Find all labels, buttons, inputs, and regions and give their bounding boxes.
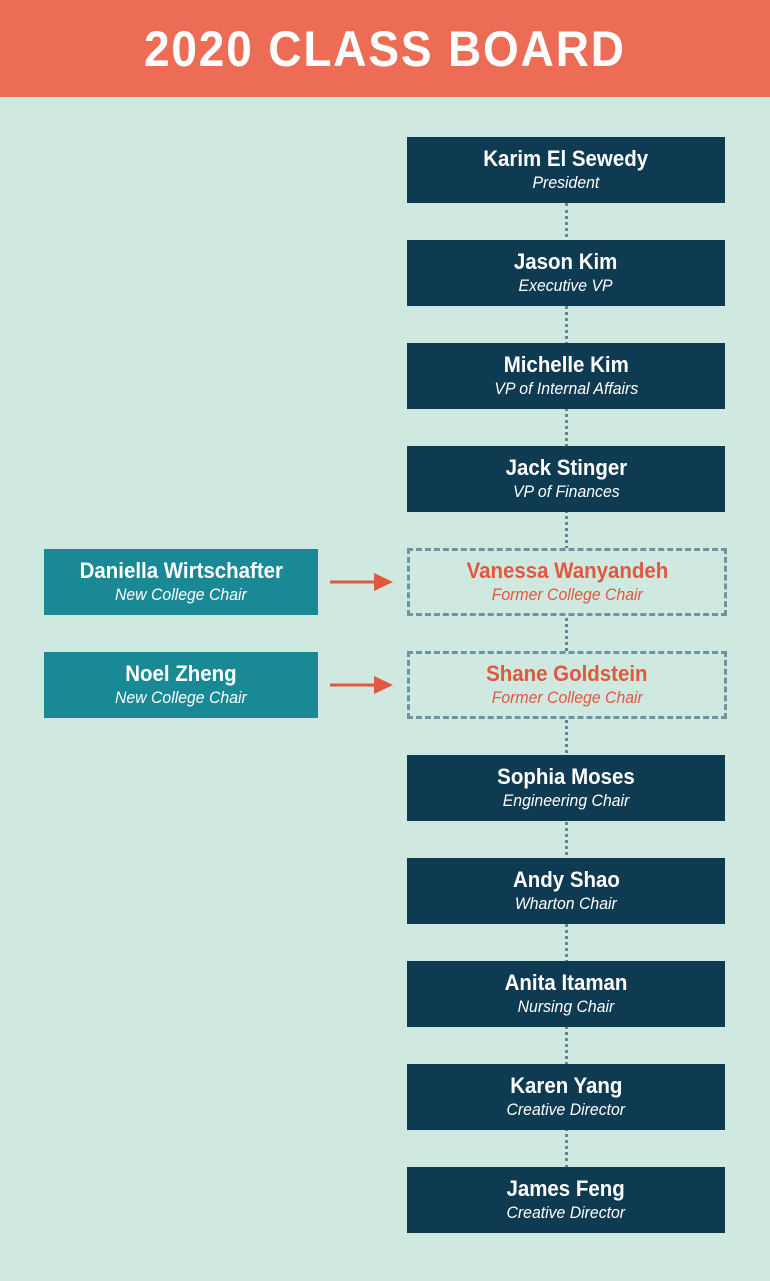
member-role: Creative Director <box>506 1100 626 1119</box>
member-name: Daniella Wirtschafter <box>79 558 283 583</box>
member-role: President <box>532 173 600 192</box>
replacement-arrow-icon <box>330 573 393 591</box>
member-name: Anita Itaman <box>504 970 628 995</box>
member-role: VP of Internal Affairs <box>494 379 638 398</box>
member-box-president: Karim El Sewedy President <box>407 137 725 203</box>
member-box-creative-director-1: Karen Yang Creative Director <box>407 1064 725 1130</box>
member-box-vp-finances: Jack Stinger VP of Finances <box>407 446 725 512</box>
member-role: Wharton Chair <box>515 894 617 913</box>
member-name: Sophia Moses <box>497 764 635 789</box>
member-role: VP of Finances <box>512 482 620 501</box>
member-name: James Feng <box>506 1176 626 1201</box>
page-title: 2020 CLASS BOARD <box>144 20 626 77</box>
member-box-creative-director-2: James Feng Creative Director <box>407 1167 725 1233</box>
member-name: Andy Shao <box>512 867 620 892</box>
member-name: Noel Zheng <box>125 661 237 686</box>
member-box-former-college-chair-2: Shane Goldstein Former College Chair <box>407 651 727 719</box>
member-name: Vanessa Wanyandeh <box>466 558 668 583</box>
member-role: New College Chair <box>115 585 247 604</box>
member-box-executive-vp: Jason Kim Executive VP <box>407 240 725 306</box>
member-name: Karen Yang <box>509 1073 623 1098</box>
member-role: New College Chair <box>115 688 247 707</box>
member-role: Former College Chair <box>491 688 643 707</box>
member-name: Shane Goldstein <box>486 661 648 686</box>
member-role: Former College Chair <box>491 585 643 604</box>
member-box-wharton-chair: Andy Shao Wharton Chair <box>407 858 725 924</box>
member-box-engineering-chair: Sophia Moses Engineering Chair <box>407 755 725 821</box>
member-name: Jack Stinger <box>505 455 627 480</box>
member-name: Michelle Kim <box>503 352 629 377</box>
member-box-former-college-chair-1: Vanessa Wanyandeh Former College Chair <box>407 548 727 616</box>
member-box-nursing-chair: Anita Itaman Nursing Chair <box>407 961 725 1027</box>
new-college-chair-box-1: Daniella Wirtschafter New College Chair <box>44 549 318 615</box>
member-role: Executive VP <box>518 276 614 295</box>
member-name: Jason Kim <box>514 249 618 274</box>
new-college-chair-box-2: Noel Zheng New College Chair <box>44 652 318 718</box>
title-banner: 2020 CLASS BOARD <box>0 0 770 97</box>
member-role: Nursing Chair <box>517 997 615 1016</box>
member-role: Engineering Chair <box>502 791 630 810</box>
member-role: Creative Director <box>506 1203 626 1222</box>
member-name: Karim El Sewedy <box>483 146 649 171</box>
member-box-vp-internal-affairs: Michelle Kim VP of Internal Affairs <box>407 343 725 409</box>
replacement-arrow-icon <box>330 676 393 694</box>
